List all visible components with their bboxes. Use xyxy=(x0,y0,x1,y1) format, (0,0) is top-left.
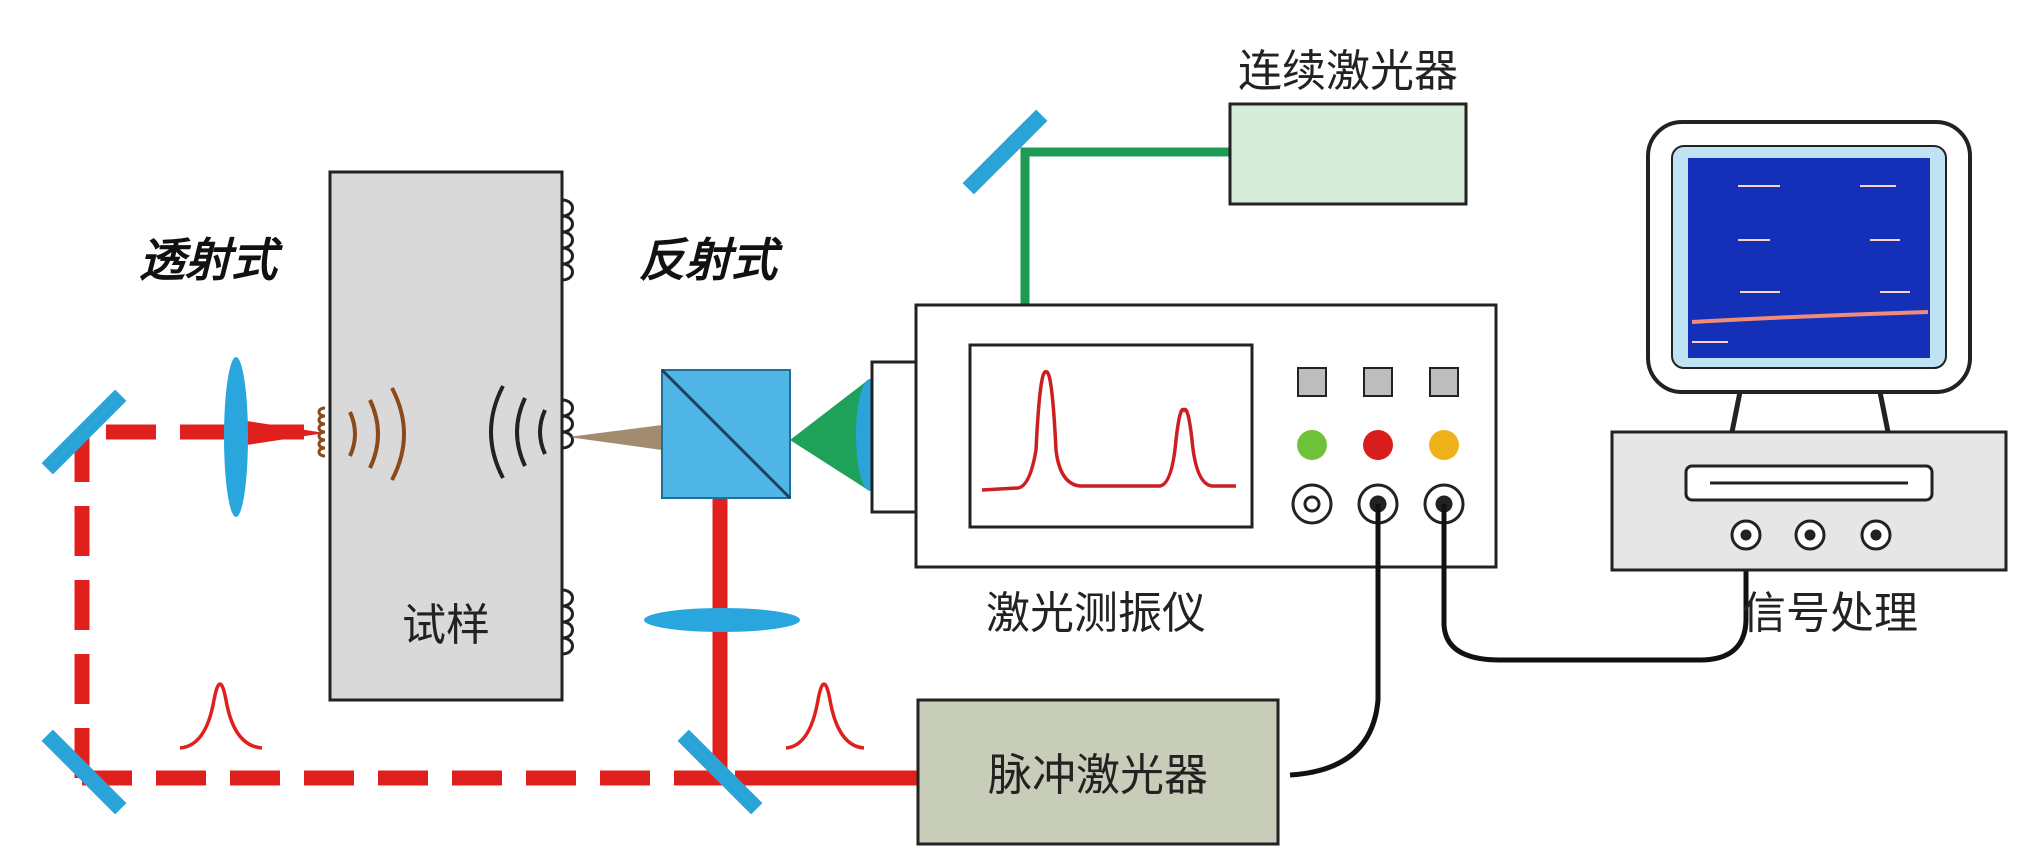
mirror-icon xyxy=(962,109,1048,195)
bnc-connector-core xyxy=(1870,529,1882,541)
reflection-mode-label: 反射式 xyxy=(639,233,783,287)
pulse-laser-box xyxy=(916,698,1280,846)
yellow-led-icon xyxy=(1429,430,1459,460)
beam-splitter-diagonal xyxy=(660,368,792,500)
cw-probe-beam xyxy=(790,380,868,490)
reflected-wave-icon xyxy=(489,385,547,479)
square-button-icon[interactable] xyxy=(1429,367,1459,397)
ultrasonic-wave-icon xyxy=(348,387,406,481)
cable-to-signal-processor xyxy=(1441,504,1749,663)
bnc-connector-core xyxy=(1303,495,1321,513)
vibrometer-buttons xyxy=(1297,367,1459,397)
mirror-icon xyxy=(41,729,127,815)
green-led-icon xyxy=(1297,430,1327,460)
bnc-connector-core xyxy=(1804,529,1816,541)
gaussian-pulse-icon xyxy=(179,682,263,750)
cw-laser-box xyxy=(1228,102,1468,206)
excitation-point-icon xyxy=(317,406,326,458)
vibrometer-indicator-leds xyxy=(1297,430,1459,460)
focused-pulse-beam xyxy=(240,420,325,446)
specimen-label: 试样 xyxy=(402,600,490,651)
mirrors xyxy=(41,109,1048,815)
mirror-icon xyxy=(41,389,127,475)
vibrometer-lens-housing xyxy=(870,360,922,514)
square-button-icon[interactable] xyxy=(1297,367,1327,397)
monitor-stand-left xyxy=(1729,391,1743,433)
lens-icon xyxy=(224,357,248,517)
lens-icon xyxy=(644,608,800,632)
monitor-signal-traces xyxy=(1738,185,1910,293)
reflected-probe-beam xyxy=(568,425,662,450)
cable-to-pulse-laser xyxy=(1289,504,1381,778)
pulse-laser-label: 脉冲激光器 xyxy=(988,750,1208,801)
cw-laser-label: 连续激光器 xyxy=(1238,46,1458,97)
waveform-trace xyxy=(981,370,1236,492)
pulse-beam-left-path xyxy=(74,424,320,778)
cw-beam-path xyxy=(1020,147,1230,315)
gaussian-pulse-icon xyxy=(785,682,865,750)
vibrometer-label: 激光测振仪 xyxy=(986,588,1206,639)
vibrometer-screen xyxy=(968,343,1254,529)
monitor-stand-right xyxy=(1877,391,1891,433)
mirror-icon xyxy=(677,729,763,815)
bnc-connector-core xyxy=(1740,529,1752,541)
monitor-screen xyxy=(1688,158,1930,358)
square-button-icon[interactable] xyxy=(1363,367,1393,397)
specimen-clamp-springs xyxy=(561,198,574,656)
specimen-block xyxy=(328,170,564,702)
monitor-main-trace xyxy=(1691,310,1929,324)
transmission-mode-label: 透射式 xyxy=(139,233,283,287)
processor-connectors xyxy=(1730,519,1892,551)
red-led-icon xyxy=(1363,430,1393,460)
signal-processing-label: 信号处理 xyxy=(1742,588,1918,639)
